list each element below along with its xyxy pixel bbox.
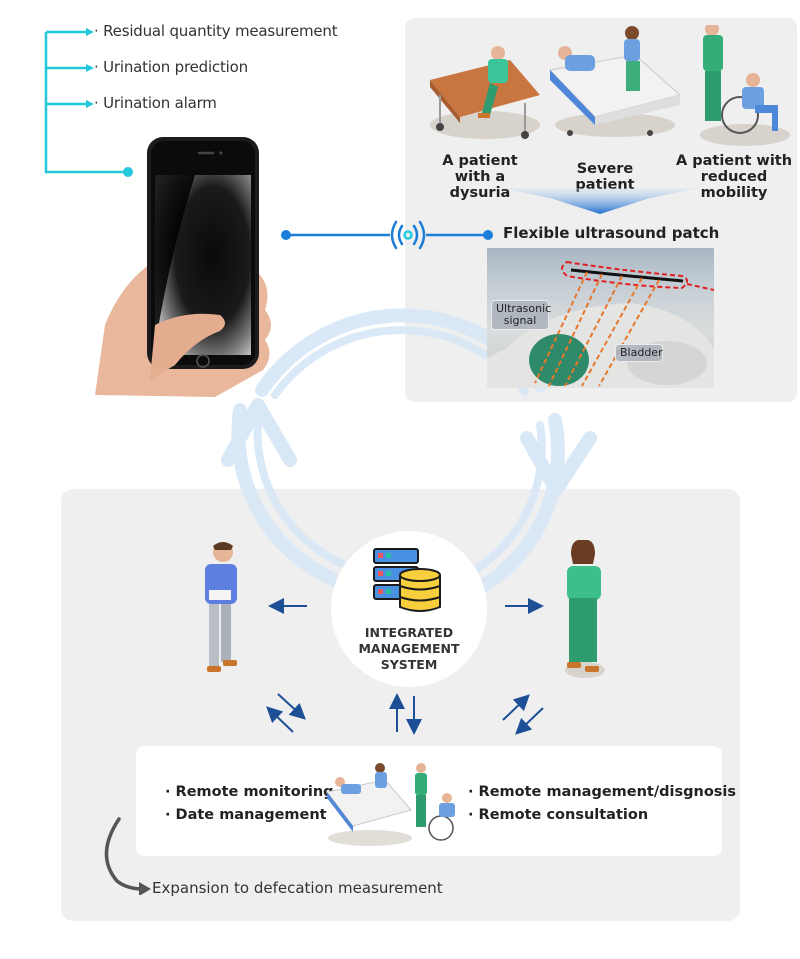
wheelchair-illustration	[700, 25, 790, 146]
hospital-bed-illustration	[548, 26, 682, 137]
database-icon	[399, 568, 441, 612]
patch-title: Flexible ultrasound patch	[503, 224, 720, 242]
arrow-nurse-down	[515, 707, 544, 735]
feature-connector	[44, 28, 133, 177]
arrow-icon	[86, 100, 94, 108]
cycle-arc-right-outer	[478, 413, 565, 592]
cycle-arrowhead-up	[221, 398, 297, 467]
connector-dot	[123, 167, 133, 177]
funnel-arrow-icon	[500, 188, 700, 214]
cycle-arrowhead-down	[520, 431, 597, 497]
expansion-curved-arrow-icon	[104, 817, 151, 895]
patient-label-line: reduced mobility	[700, 169, 768, 201]
system-label-line: INTEGRATED	[364, 625, 454, 640]
system-label-line: MANAGEMENT	[358, 641, 460, 656]
arrow-icon	[86, 28, 94, 36]
callout-bladder: Bladder	[615, 344, 663, 362]
smartphone-illustration	[95, 137, 271, 397]
patch-strip	[570, 268, 684, 283]
patient-label-reduced-mobility: A patient with reduced mobility	[669, 153, 799, 201]
callout-text: signal	[503, 314, 537, 327]
cycle-arc-left-inner	[253, 416, 349, 569]
doctor-illustration	[205, 542, 237, 672]
stretcher-patient-illustration	[430, 46, 540, 139]
wireless-signal-icon	[390, 220, 426, 250]
patch-anatomy-image: Ultrasonic signal Bladder	[487, 248, 714, 388]
callout-ultrasonic-signal: Ultrasonic signal	[491, 300, 552, 330]
feature-urination-prediction: · Urination prediction	[94, 58, 248, 76]
feature-urination-alarm: · Urination alarm	[94, 94, 217, 112]
patient-label-line: with a dysuria	[449, 169, 511, 201]
arrow-doctor-up	[266, 706, 294, 733]
home-button	[196, 354, 210, 368]
wireless-connector	[281, 220, 493, 250]
bladder-shape	[529, 334, 589, 386]
system-label-line: SYSTEM	[380, 657, 438, 672]
care-illustration	[326, 763, 455, 846]
expansion-label: Expansion to defecation measurement	[152, 879, 443, 897]
arrow-doctor-down	[277, 693, 306, 720]
callout-text: Ultrasonic	[496, 302, 552, 315]
server-database-icon	[373, 548, 441, 612]
feature-residual-quantity: · Residual quantity measurement	[94, 22, 338, 40]
service-remote-management: · Remote management/disgnosis	[468, 784, 737, 800]
arrow-icon	[86, 64, 94, 72]
services-box	[136, 746, 722, 856]
patient-label-line: A patient	[442, 153, 518, 169]
service-date-management: · Date management	[165, 807, 327, 823]
integrated-management-label: INTEGRATED MANAGEMENT SYSTEM	[331, 625, 487, 673]
arrow-nurse-up	[502, 694, 530, 721]
patient-illustrations	[430, 25, 790, 146]
patient-label-line: A patient with	[675, 153, 793, 169]
service-remote-monitoring: · Remote monitoring	[165, 784, 334, 800]
patient-label-dysuria: A patient with a dysuria	[430, 153, 530, 201]
cycle-arc-right-inner	[471, 421, 546, 574]
nurse-illustration	[565, 540, 605, 678]
service-remote-consultation: · Remote consultation	[468, 807, 649, 823]
